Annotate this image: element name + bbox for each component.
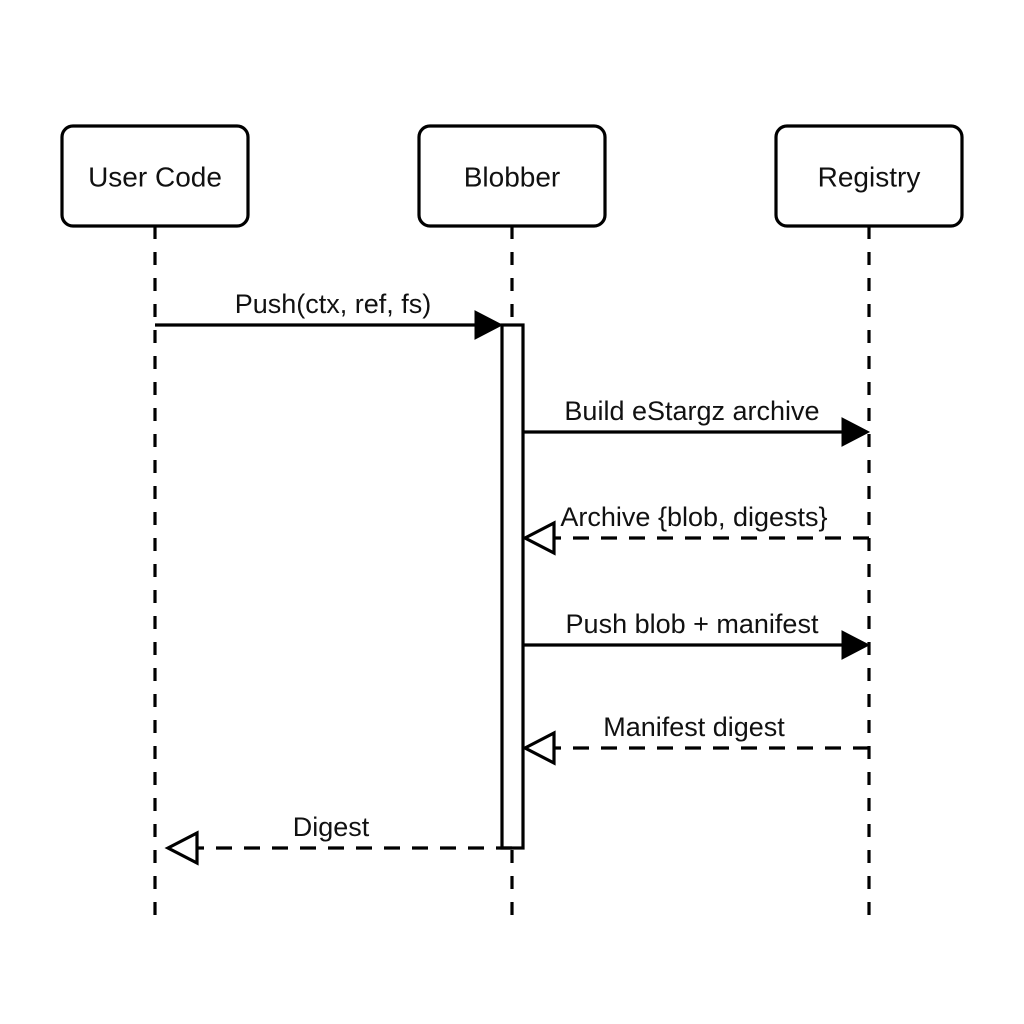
message-label-manifest-digest: Manifest digest: [603, 712, 785, 742]
arrowhead-filled-push-blob-manifest: [841, 630, 871, 660]
participant-user-code[interactable]: User Code: [60, 124, 250, 228]
message-label-archive-blob-digests: Archive {blob, digests}: [560, 502, 827, 532]
message-push-blob-manifest: Push blob + manifest: [523, 609, 871, 660]
arrowhead-open-archive-blob-digests: [521, 520, 556, 556]
participant-blobber[interactable]: Blobber: [417, 124, 607, 228]
message-label-push-blob-manifest: Push blob + manifest: [566, 609, 819, 639]
participant-box-blobber[interactable]: [417, 124, 607, 228]
participant-box-registry[interactable]: [774, 124, 964, 228]
participant-box-user-code[interactable]: [60, 124, 250, 228]
message-build-estargz-archive: Build eStargz archive: [523, 396, 871, 447]
participant-label-registry: Registry: [818, 161, 921, 192]
activation-bar-blobber: [500, 323, 525, 850]
message-label-digest: Digest: [293, 812, 370, 842]
participant-label-blobber: Blobber: [464, 161, 561, 192]
arrowhead-open-manifest-digest: [521, 730, 556, 766]
message-label-push-ctx-ref-fs: Push(ctx, ref, fs): [235, 289, 432, 319]
message-label-build-estargz-archive: Build eStargz archive: [564, 396, 819, 426]
arrowhead-open-digest: [164, 830, 199, 866]
message-archive-blob-digests: Archive {blob, digests}: [521, 502, 869, 556]
participant-registry[interactable]: Registry: [774, 124, 964, 228]
message-push-ctx-ref-fs: Push(ctx, ref, fs): [155, 289, 504, 340]
message-digest: Digest: [164, 812, 512, 866]
message-manifest-digest: Manifest digest: [521, 712, 869, 766]
arrowhead-filled-push-ctx-ref-fs: [474, 310, 504, 340]
arrowhead-filled-build-estargz-archive: [841, 417, 871, 447]
participant-label-user-code: User Code: [88, 161, 222, 192]
